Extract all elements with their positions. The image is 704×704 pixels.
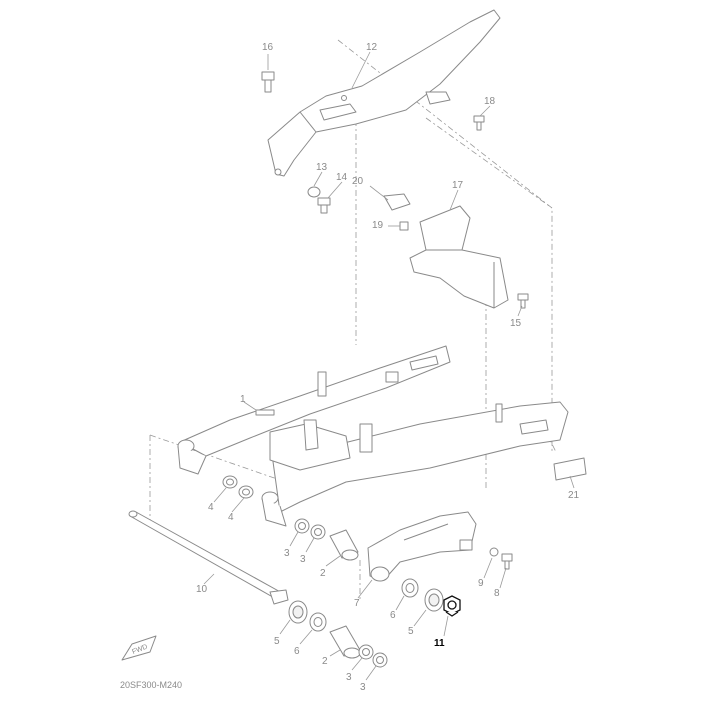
callout-5-a[interactable]: 5: [408, 626, 414, 637]
part-20-clip[interactable]: [383, 193, 411, 211]
part-7-relay-arm[interactable]: [367, 511, 477, 582]
part-12-chain-guard[interactable]: [267, 9, 501, 177]
callout-10[interactable]: 10: [196, 584, 208, 595]
part-10-pivot-shaft[interactable]: [128, 510, 289, 605]
part-16-bolt[interactable]: [261, 71, 275, 93]
callout-5-b[interactable]: 5: [274, 636, 280, 647]
callout-6-a[interactable]: 6: [390, 610, 396, 621]
leader-lines: [203, 51, 575, 681]
callout-16[interactable]: 16: [262, 42, 274, 53]
callout-15[interactable]: 15: [510, 318, 522, 329]
part-5-thrust-cover-left[interactable]: [288, 600, 308, 624]
part-3-bearing-a[interactable]: [294, 518, 310, 534]
fwd-arrow: FWD: [121, 635, 157, 661]
part-5-thrust-cover-right[interactable]: [424, 588, 444, 612]
part-13-collar[interactable]: [307, 186, 321, 198]
callout-17[interactable]: 17: [452, 180, 464, 191]
part-2-collar-b[interactable]: [329, 625, 361, 659]
callout-3-c[interactable]: 3: [346, 672, 352, 683]
part-18-screw[interactable]: [473, 115, 485, 131]
part-3-bearing-c[interactable]: [358, 644, 374, 660]
callout-11[interactable]: 11: [434, 638, 445, 649]
callout-8[interactable]: 8: [494, 588, 500, 599]
part-9-washer[interactable]: [489, 547, 499, 557]
part-6-seal-left[interactable]: [309, 612, 327, 632]
part-1-swing-arm[interactable]: [177, 345, 569, 527]
part-2-collar-a[interactable]: [329, 529, 359, 561]
part-14-bolt[interactable]: [317, 197, 331, 214]
callout-6-b[interactable]: 6: [294, 646, 300, 657]
callout-4-b[interactable]: 4: [228, 512, 234, 523]
part-3-bearing-b[interactable]: [310, 524, 326, 540]
callout-14[interactable]: 14: [336, 172, 348, 183]
callout-3-b[interactable]: 3: [300, 554, 306, 565]
part-8-bolt[interactable]: [501, 553, 513, 570]
callout-19[interactable]: 19: [372, 220, 384, 231]
part-6-seal-right[interactable]: [401, 578, 419, 598]
part-3-bearing-d[interactable]: [372, 652, 388, 668]
callout-7[interactable]: 7: [354, 598, 360, 609]
callout-4-a[interactable]: 4: [208, 502, 214, 513]
callout-labels: 16 12 18 13 14 20 17 19 15 1 21 4 4 3 3 …: [196, 42, 580, 693]
callout-21[interactable]: 21: [568, 490, 580, 501]
part-15-bolt[interactable]: [517, 293, 529, 309]
diagram-code: 20SF300-M240: [120, 680, 182, 690]
callout-12[interactable]: 12: [366, 42, 378, 53]
callout-20[interactable]: 20: [352, 176, 364, 187]
callout-18[interactable]: 18: [484, 96, 496, 107]
callout-3-d[interactable]: 3: [360, 682, 366, 693]
part-4-oil-seal-b[interactable]: [238, 485, 254, 499]
callout-9[interactable]: 9: [478, 578, 484, 589]
callout-2-a[interactable]: 2: [320, 568, 326, 579]
part-19-fastener[interactable]: [399, 221, 409, 231]
callout-1[interactable]: 1: [240, 394, 246, 405]
callout-2-b[interactable]: 2: [322, 656, 328, 667]
part-4-oil-seal-a[interactable]: [222, 475, 238, 489]
callout-13[interactable]: 13: [316, 162, 328, 173]
part-17-bracket[interactable]: [409, 205, 509, 309]
callout-3-a[interactable]: 3: [284, 548, 290, 559]
part-21-label[interactable]: [553, 457, 587, 481]
part-11-nut[interactable]: [443, 595, 461, 617]
